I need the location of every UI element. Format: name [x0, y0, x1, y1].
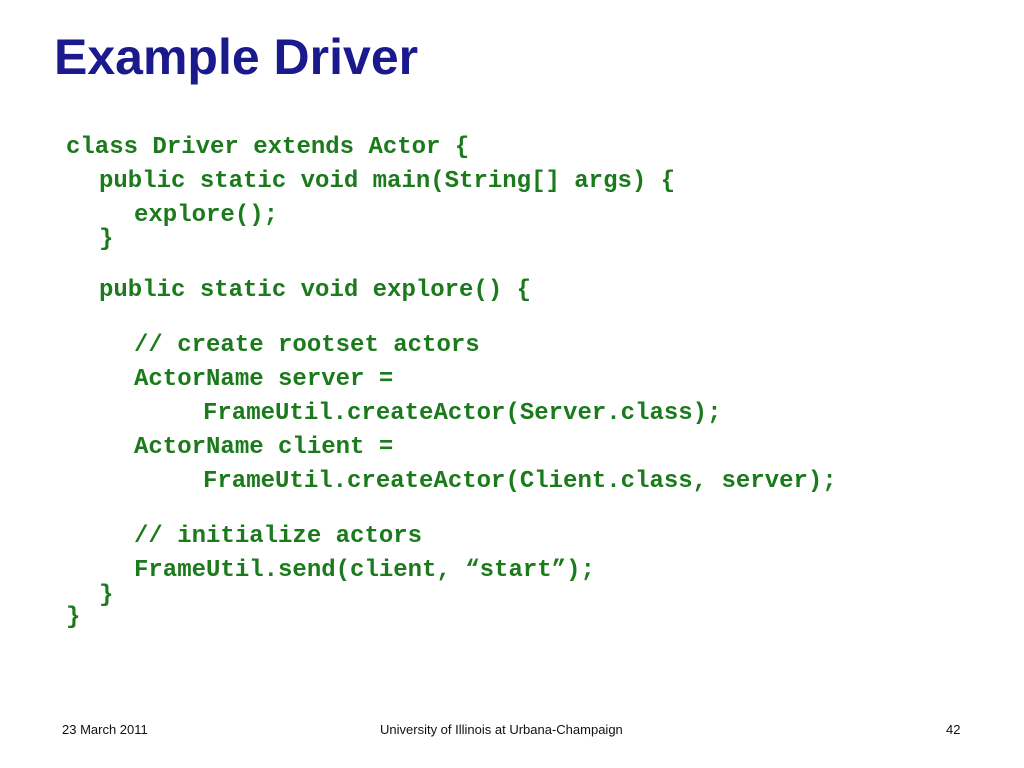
code-line-client-create: FrameUtil.createActor(Client.class, serv…	[203, 468, 837, 495]
code-line-class-close: }	[66, 604, 81, 631]
footer-institution: University of Illinois at Urbana-Champai…	[380, 722, 623, 737]
code-line-comment-init: // initialize actors	[134, 523, 423, 550]
code-line-client-decl: ActorName client =	[134, 434, 394, 461]
code-line-server-create: FrameUtil.createActor(Server.class);	[203, 400, 722, 427]
code-line-main-close: }	[99, 226, 114, 253]
code-line-explore-call: explore();	[134, 202, 279, 229]
code-line-comment-create: // create rootset actors	[134, 332, 480, 359]
footer-page-number: 42	[946, 722, 961, 737]
footer-date: 23 March 2011	[62, 722, 148, 737]
code-line-main-decl: public static void main(String[] args) {	[99, 168, 676, 195]
code-line-explore-close: }	[99, 582, 114, 609]
slide-title: Example Driver	[54, 29, 419, 85]
code-line-server-decl: ActorName server =	[134, 366, 394, 393]
code-line-send: FrameUtil.send(client, “start”);	[134, 557, 595, 584]
code-line-explore-decl: public static void explore() {	[99, 277, 532, 304]
code-line-class-decl: class Driver extends Actor {	[66, 134, 470, 161]
